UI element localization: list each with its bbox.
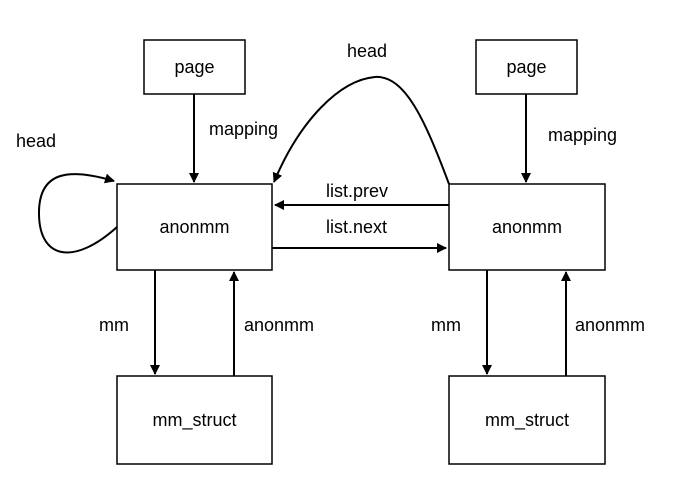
node-page-right: page — [475, 39, 578, 95]
node-anonmm-left-label: anonmm — [159, 217, 229, 237]
edge-list-next-label: list.next — [326, 217, 387, 237]
edge-list-prev-label: list.prev — [326, 181, 388, 201]
edge-head-curve — [272, 75, 450, 185]
edge-head-curve-label: head — [347, 41, 387, 61]
node-mm-struct-right-label: mm_struct — [485, 410, 569, 431]
edge-anonmm-left-label: anonmm — [244, 315, 314, 335]
node-mm-struct-left-label: mm_struct — [152, 410, 236, 431]
edge-anonmm-right-label: anonmm — [575, 315, 645, 335]
node-anonmm-right-label: anonmm — [492, 217, 562, 237]
edge-head-self-loop — [37, 173, 118, 254]
node-page-right-label: page — [506, 57, 546, 77]
edge-head-self-label: head — [16, 131, 56, 151]
node-page-left: page — [143, 39, 246, 95]
edge-mapping-right-label: mapping — [548, 125, 617, 145]
edge-mm-left-label: mm — [99, 315, 129, 335]
edge-mapping-left-label: mapping — [209, 119, 278, 139]
node-mm-struct-left: mm_struct — [116, 375, 273, 465]
node-page-left-label: page — [174, 57, 214, 77]
node-mm-struct-right: mm_struct — [448, 375, 606, 465]
edge-mm-right-label: mm — [431, 315, 461, 335]
node-anonmm-left: anonmm — [116, 183, 273, 271]
node-anonmm-right: anonmm — [448, 183, 606, 271]
